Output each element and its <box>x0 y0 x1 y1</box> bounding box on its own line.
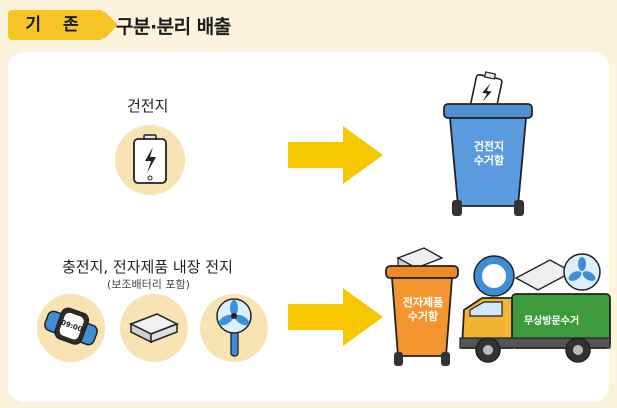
electronics-bin-label-line2: 수거함 <box>407 310 439 323</box>
battery-icon <box>133 134 167 184</box>
truck-label: 무상방문수거 <box>524 316 580 327</box>
header-badge-text: 기 존 <box>25 15 87 35</box>
electronics-bin-label: 전자제품 수거함 <box>398 296 448 324</box>
battery-bin-label-line1: 건전지 <box>473 140 505 153</box>
smartwatch-icon: 09:00 <box>44 307 98 346</box>
arrow-right-icon <box>288 288 383 346</box>
row2-label: 충전지, 전자제품 내장 전지 <box>62 258 233 276</box>
row2-sublabel: (보조배터리 포함) <box>107 278 190 291</box>
row1-label: 건전지 <box>127 97 169 115</box>
power-bank-icon <box>129 313 179 344</box>
header-badge: 기 존 <box>8 10 104 40</box>
handheld-fan-icon <box>216 298 252 357</box>
battery-bin-label: 건전지 수거함 <box>466 140 512 168</box>
page-title: 구분·분리 배출 <box>116 16 231 38</box>
electronics-bin-label-line1: 전자제품 <box>402 296 444 309</box>
collection-truck-icon <box>459 253 611 363</box>
battery-bin-icon <box>443 71 533 216</box>
electronics-bin-icon <box>385 247 459 366</box>
battery-bin-label-line2: 수거함 <box>473 154 505 167</box>
arrow-right-icon <box>288 126 383 184</box>
